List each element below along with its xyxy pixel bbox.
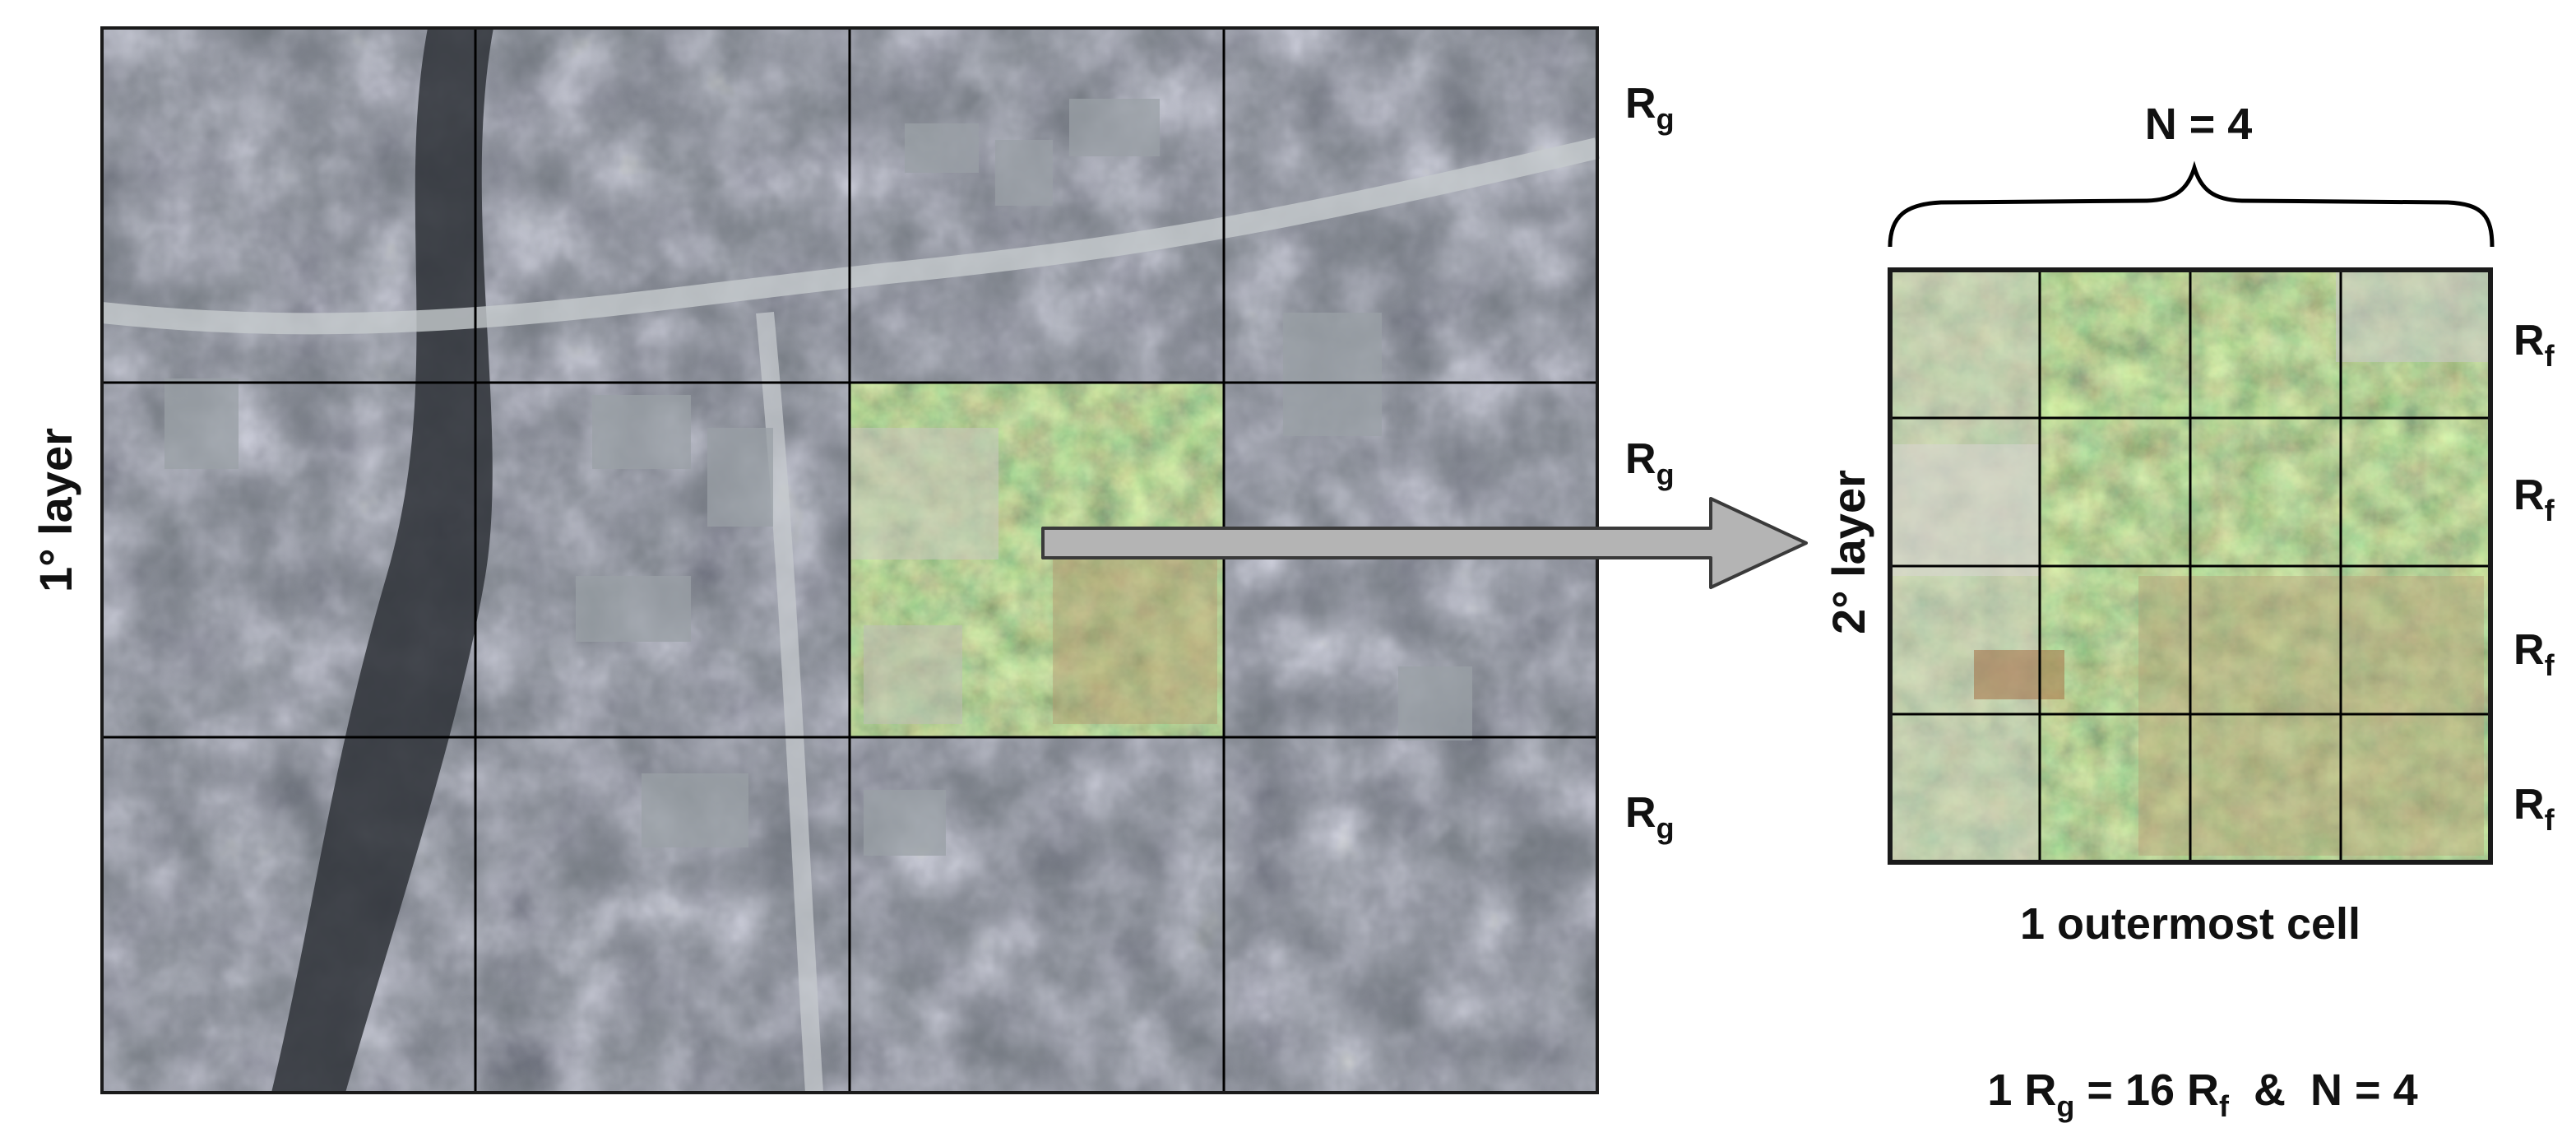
right-row-label-1: Rf	[2513, 317, 2555, 373]
highlighted-color-cell	[850, 383, 1224, 737]
equation: 1 Rg = 16 Rf & N = 4	[1987, 1065, 2418, 1123]
left-layer-label: 1° layer	[30, 428, 81, 592]
right-zoomed-image	[1888, 267, 2493, 865]
n-top-label: N = 4	[2144, 100, 2253, 149]
right-row-label-4: Rf	[2513, 781, 2555, 837]
zoom-arrow	[1041, 497, 1808, 589]
outermost-cell-caption: 1 outermost cell	[2019, 899, 2361, 949]
right-grid	[1890, 270, 2490, 862]
left-row-label-2: Rg	[1625, 435, 1675, 491]
left-grid	[102, 28, 1597, 1093]
right-row-label-2: Rf	[2513, 471, 2555, 527]
n-brace	[1888, 160, 2495, 248]
left-row-label-3: Rg	[1625, 789, 1675, 845]
right-layer-label: 2° layer	[1823, 470, 1874, 634]
right-row-label-3: Rf	[2513, 626, 2555, 682]
left-aerial-image	[100, 26, 1600, 1094]
left-row-label-1: Rg	[1625, 80, 1675, 136]
